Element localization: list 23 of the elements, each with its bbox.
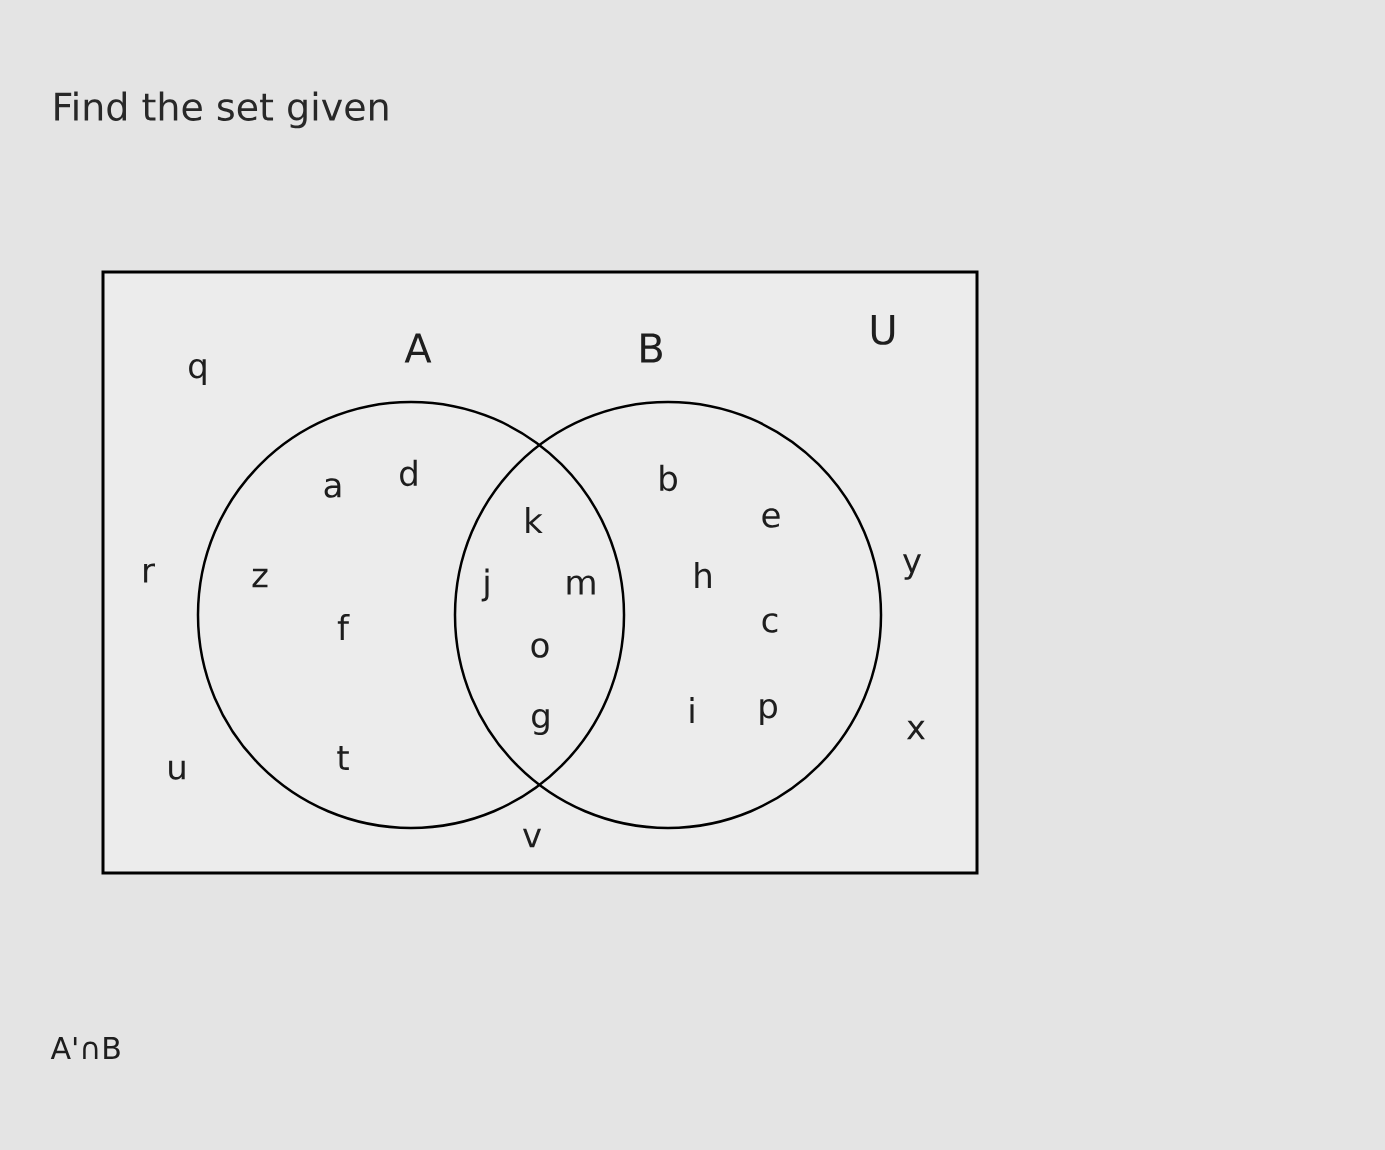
element-letter: a — [324, 478, 341, 498]
title: Find the set given — [55, 91, 388, 129]
element-letter: v — [522, 828, 542, 848]
element-letter: f — [337, 614, 350, 640]
element-letter: j — [481, 568, 489, 602]
element-letter: c — [762, 613, 778, 633]
element-letter: h — [695, 562, 711, 588]
element-letter: z — [252, 568, 268, 588]
element-letter: m — [567, 575, 595, 595]
question-expression: A'∩B — [50, 1037, 120, 1059]
element-letter: t — [337, 746, 349, 770]
element-letter: r — [144, 563, 155, 583]
element-letter: q — [189, 358, 206, 386]
node-label: A — [404, 333, 432, 363]
node-label: B — [641, 333, 662, 363]
element-letter: e — [762, 508, 780, 528]
element-letter: g — [532, 708, 549, 736]
element-letter: o — [531, 638, 549, 658]
element-letter: b — [660, 464, 677, 492]
element-letter: k — [526, 507, 543, 533]
element-letter: i — [690, 697, 694, 723]
element-letter: p — [760, 698, 777, 726]
element-letter: d — [400, 459, 417, 487]
